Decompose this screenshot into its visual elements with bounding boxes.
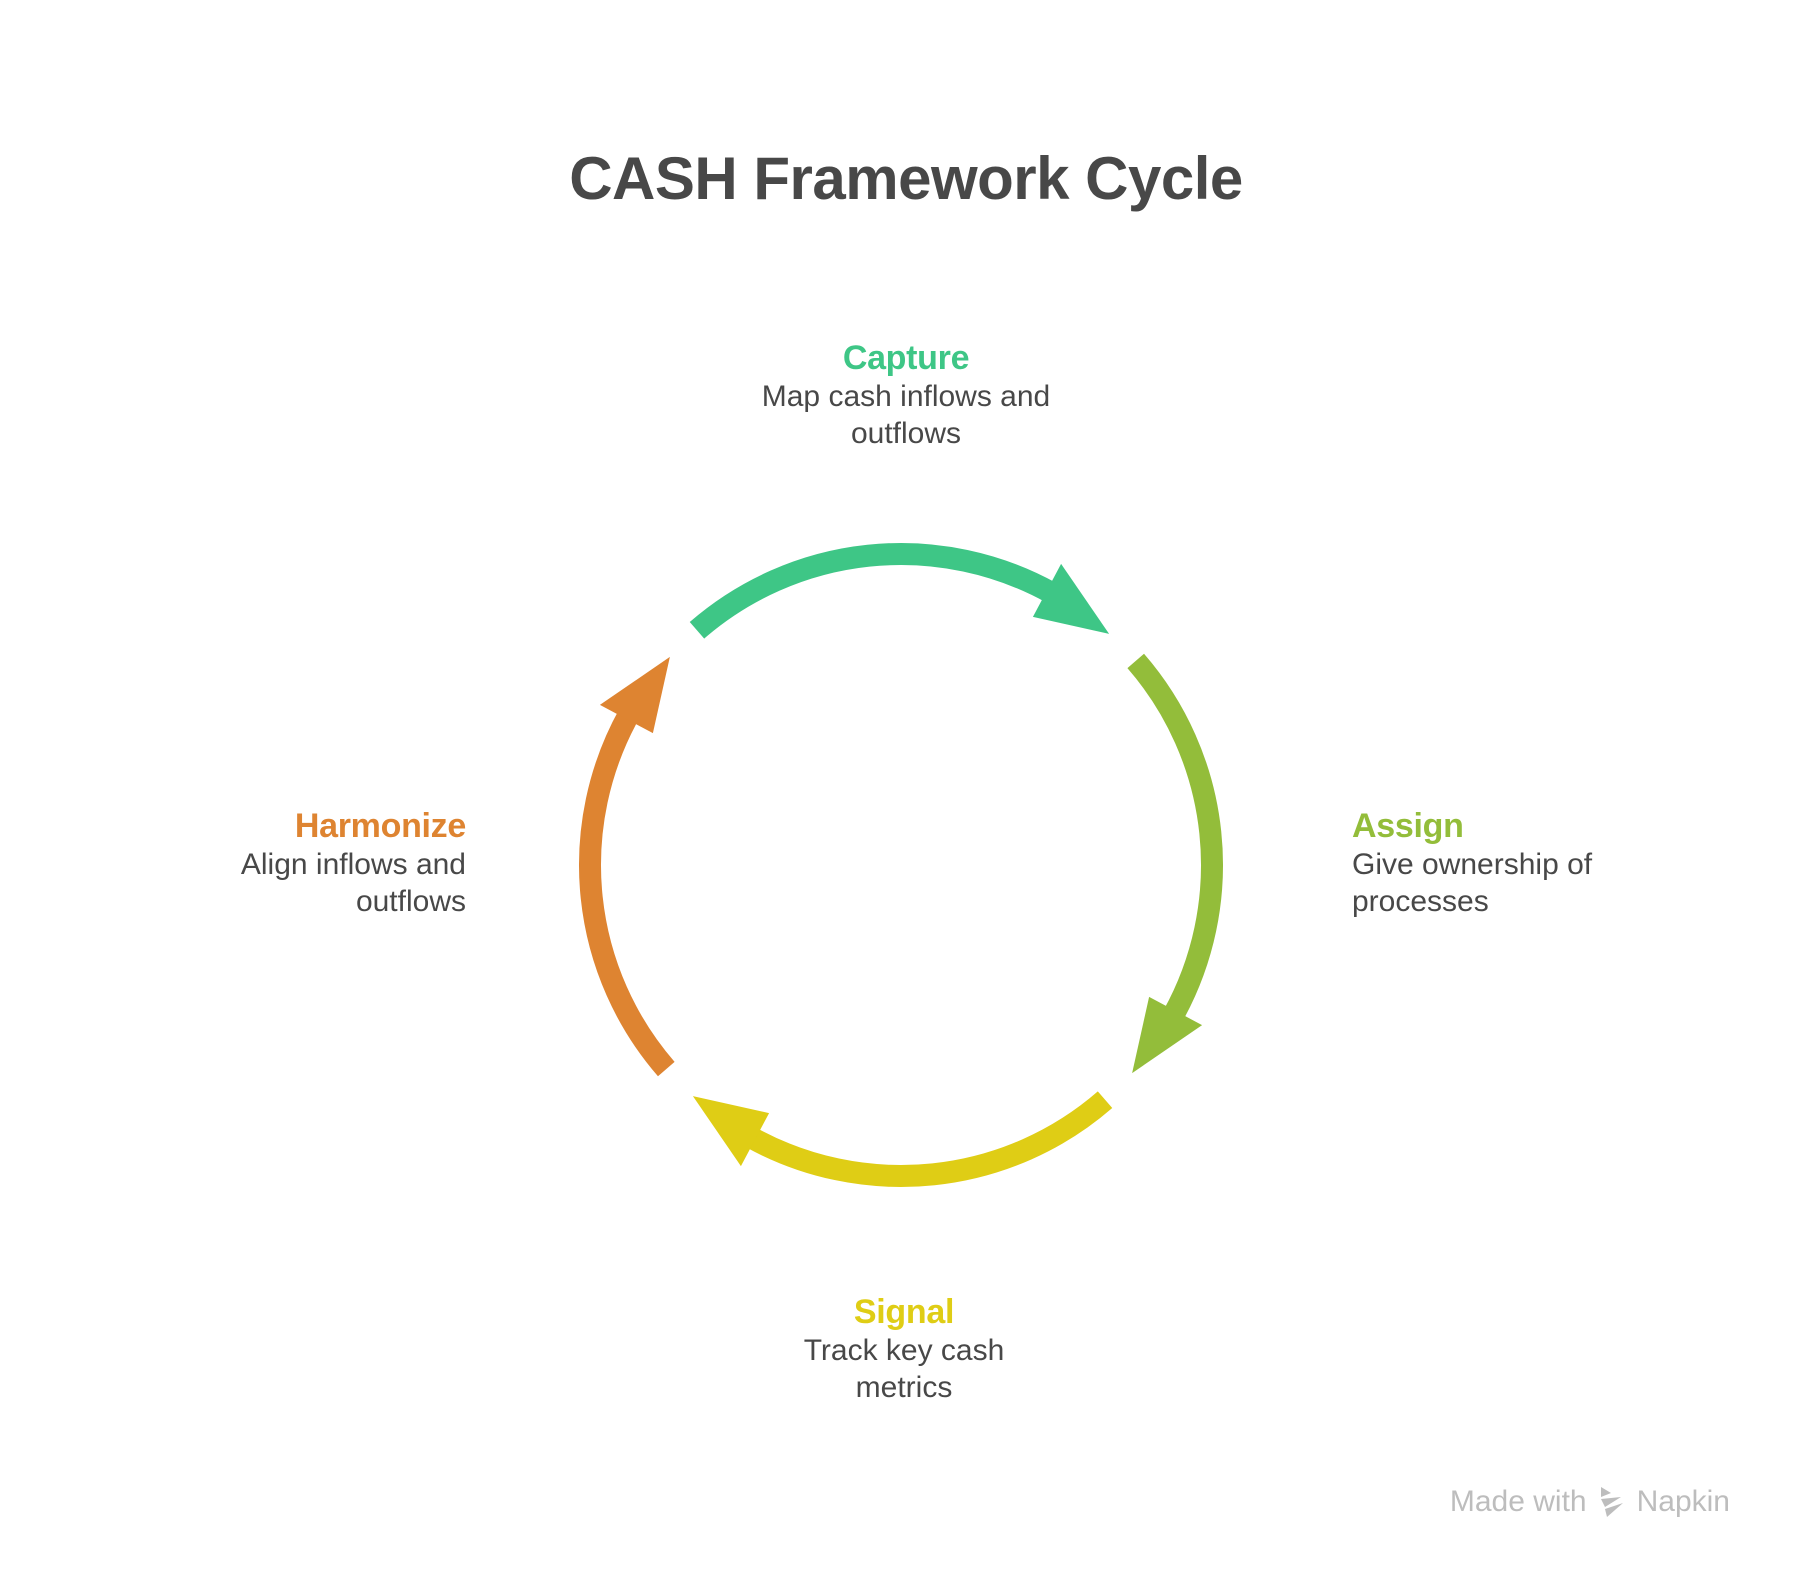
- diagram-title: CASH Framework Cycle: [569, 145, 1243, 212]
- step-desc-signal-line1: Track key cash: [803, 1334, 1005, 1367]
- arrowhead-signal-icon: [692, 1096, 770, 1167]
- step-desc-capture-line1: Map cash inflows and: [761, 380, 1051, 413]
- watermark-brand: Napkin: [1636, 1485, 1730, 1518]
- step-desc-harmonize-line1: Align inflows and: [240, 848, 466, 881]
- napkin-logo-icon: [1600, 1487, 1623, 1517]
- arrowhead-capture-icon: [1032, 563, 1110, 634]
- watermark-prefix: Made with: [1449, 1485, 1587, 1518]
- watermark: Made with Napkin: [1400, 1485, 1730, 1519]
- step-desc-assign-line2: processes: [1352, 885, 1489, 918]
- arrowhead-assign-icon: [1132, 996, 1203, 1074]
- step-label-harmonize: Harmonize Align inflows and outflows: [66, 806, 466, 920]
- cycle-arc-assign: [1127, 653, 1223, 1022]
- arrowhead-harmonize-icon: [599, 656, 670, 734]
- step-title-harmonize: Harmonize: [294, 807, 466, 845]
- step-desc-assign-line1: Give ownership of: [1352, 848, 1593, 881]
- step-title-signal: Signal: [853, 1293, 955, 1331]
- step-label-assign: Assign Give ownership of processes: [1352, 806, 1752, 920]
- step-title-assign: Assign: [1352, 807, 1464, 845]
- step-label-signal: Signal Track key cash metrics: [704, 1292, 1104, 1406]
- cycle-arc-capture: [689, 543, 1058, 639]
- cycle-arc-signal: [744, 1091, 1113, 1187]
- cycle-arc-harmonize: [579, 708, 675, 1077]
- step-desc-signal-line2: metrics: [855, 1371, 953, 1404]
- step-title-capture: Capture: [842, 339, 970, 377]
- step-label-capture: Capture Map cash inflows and outflows: [706, 338, 1106, 452]
- step-desc-capture-line2: outflows: [850, 417, 962, 450]
- step-desc-harmonize-line2: outflows: [355, 885, 466, 918]
